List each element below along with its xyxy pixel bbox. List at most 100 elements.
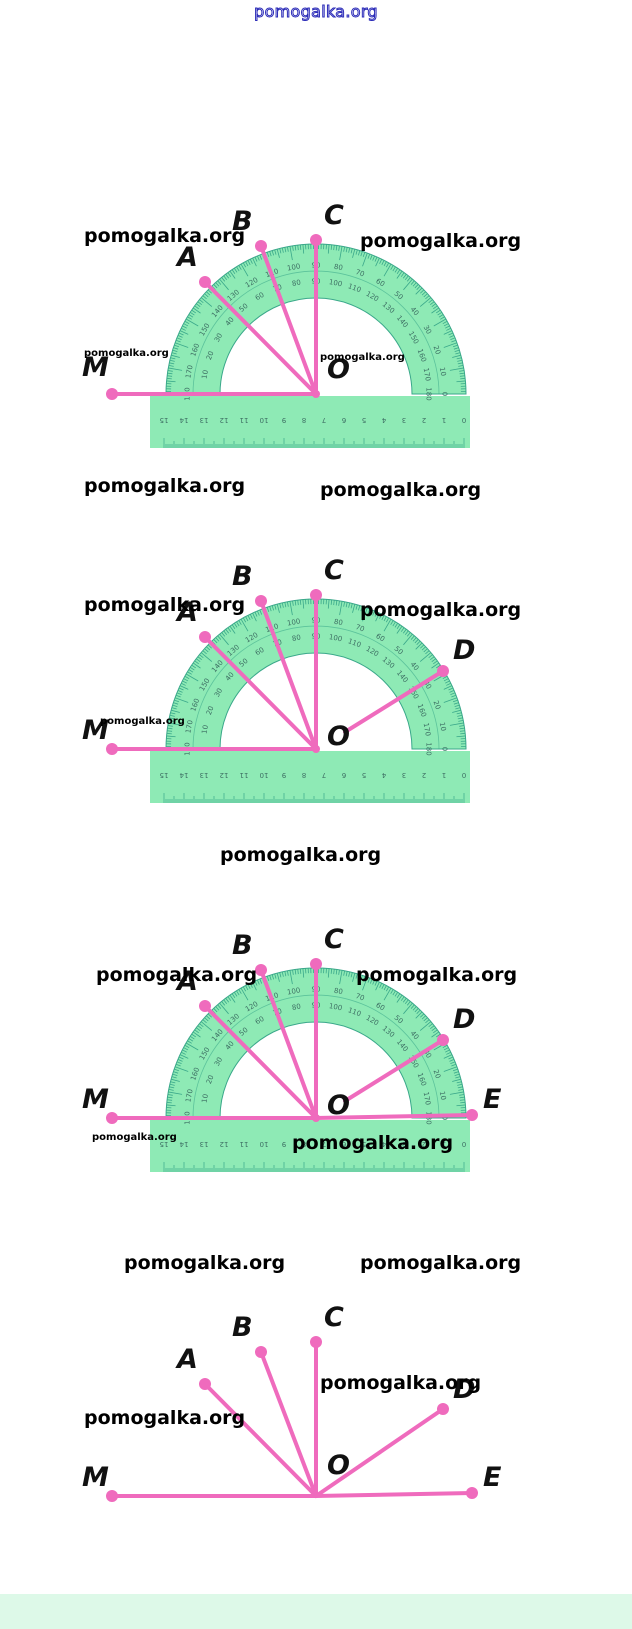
watermark-text: pomogalka.org — [84, 1407, 246, 1429]
protractor-tick — [452, 354, 461, 358]
protractor-tick — [171, 352, 177, 355]
protractor-tick — [459, 375, 465, 377]
protractor-tick — [166, 377, 172, 380]
protractor-tick — [176, 1061, 182, 1065]
protractor-tick — [240, 987, 249, 1001]
protractor-tick — [379, 259, 383, 264]
rays — [110, 962, 474, 1120]
protractor-tick — [433, 318, 447, 327]
point-E — [466, 1487, 478, 1499]
protractor-tick — [221, 632, 226, 637]
protractor-tick — [451, 694, 457, 698]
protractor-tick — [185, 673, 199, 682]
label-B: B — [232, 930, 253, 961]
ray-OB — [259, 599, 318, 751]
watermark-text: pomogalka.org — [220, 844, 382, 866]
protractor-tick — [445, 325, 450, 329]
protractor-tick — [443, 323, 449, 327]
site-title[interactable]: pomogalka.org — [254, 2, 378, 22]
protractor-tick — [335, 969, 338, 975]
protractor-tick — [207, 644, 212, 649]
protractor-tick — [404, 630, 409, 635]
protractor-inner-number: 40 — [224, 671, 236, 683]
protractor-tick — [294, 969, 297, 975]
protractor-tick — [412, 282, 417, 287]
protractor-tick — [227, 996, 232, 1001]
protractor-tick — [187, 316, 192, 320]
protractor-tick — [428, 654, 433, 659]
protractor-outer-number: 170 — [184, 719, 194, 734]
protractor-tick — [271, 605, 274, 611]
protractor-tick — [343, 601, 346, 607]
watermark-text: pomogalka.org — [320, 352, 405, 363]
point-O — [312, 745, 320, 753]
protractor: 0180101702016030150401405013060120701108… — [150, 243, 470, 448]
protractor-tick — [390, 265, 394, 270]
protractor-tick — [452, 709, 461, 713]
protractor-tick — [176, 692, 182, 696]
protractor-tick — [343, 246, 346, 252]
protractor-tick — [257, 610, 260, 616]
protractor-inner-number: 50 — [238, 657, 250, 669]
ruler-number: 9 — [282, 416, 286, 424]
protractor-inner-number: 60 — [254, 646, 266, 657]
protractor-tick — [400, 272, 405, 277]
protractor-tick — [460, 1101, 466, 1104]
watermark-text: pomogalka.org — [360, 230, 522, 252]
protractor-tick — [402, 273, 407, 279]
protractor-tick — [367, 977, 371, 983]
protractor-tick — [179, 330, 189, 335]
protractor-tick — [415, 287, 423, 295]
ray-OA — [203, 280, 318, 396]
protractor-tick — [289, 601, 293, 616]
ruler-number: 1 — [442, 416, 446, 424]
rays — [110, 593, 445, 751]
point-A — [199, 276, 211, 288]
protractor-tick — [415, 642, 423, 650]
protractor-tick — [188, 1038, 194, 1042]
protractor-tick — [420, 289, 425, 294]
protractor-tick — [168, 367, 183, 371]
ruler-number: 0 — [462, 416, 466, 424]
protractor-tick — [392, 621, 396, 627]
protractor-tick — [396, 624, 401, 630]
protractor-inner-number: 40 — [224, 316, 236, 328]
protractor-tick — [406, 1001, 411, 1006]
protractor-tick — [174, 697, 189, 703]
protractor-tick — [169, 1083, 175, 1086]
ruler-number: 15 — [160, 416, 169, 424]
protractor-tick — [174, 342, 189, 348]
protractor-tick — [455, 352, 461, 355]
protractor-tick — [338, 969, 340, 975]
protractor-tick — [428, 299, 433, 304]
protractor-inner-number: 30 — [213, 687, 224, 699]
protractor-tick — [183, 1047, 189, 1051]
protractor-tick — [281, 971, 284, 977]
protractor-tick — [166, 380, 176, 383]
protractor-tick — [414, 1008, 419, 1013]
point-D — [437, 1034, 449, 1046]
protractor-tick — [219, 633, 229, 646]
protractor-tick — [174, 1068, 180, 1072]
protractor-tick — [206, 1015, 211, 1020]
ruler-number: 4 — [381, 771, 386, 779]
protractor-tick — [284, 247, 287, 253]
protractor-tick — [404, 275, 409, 280]
protractor-tick — [215, 1006, 220, 1011]
protractor-tick — [362, 607, 366, 613]
protractor-tick — [182, 680, 187, 684]
protractor-tick — [289, 970, 293, 985]
protractor-tick — [197, 301, 202, 306]
protractor-tick — [423, 648, 428, 653]
ruler-number: 14 — [179, 1140, 188, 1148]
protractor-tick — [294, 600, 297, 606]
protractor-tick — [404, 999, 409, 1004]
protractor-tick — [195, 1027, 201, 1032]
protractor-tick — [238, 265, 242, 270]
protractor-tick — [453, 1071, 459, 1074]
protractor-tick — [189, 666, 195, 671]
protractor-tick — [362, 252, 366, 258]
points — [106, 234, 322, 400]
protractor-inner-number: 180 — [425, 387, 433, 400]
protractor-tick — [231, 624, 236, 630]
